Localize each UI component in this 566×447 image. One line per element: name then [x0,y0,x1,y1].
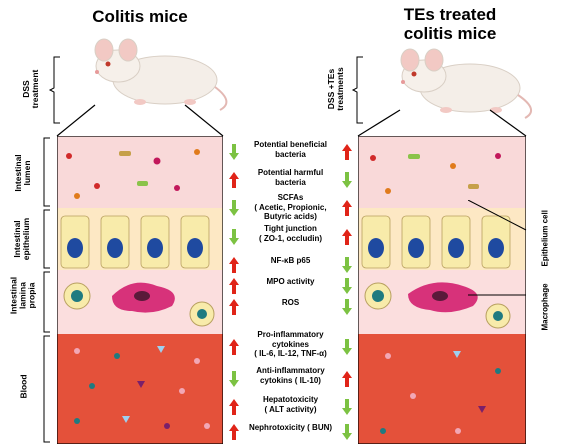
effect-row-line: ( Acetic, Propionic, [254,202,327,212]
right-down-arrow-icon [342,424,352,440]
left-down-arrow-icon [229,371,239,387]
right-title-line2: colitis mice [403,24,497,43]
lamina-line3: propia [26,282,37,309]
right-up-arrow-icon [342,371,352,387]
right-pointer-lines [468,200,527,296]
left-up-arrow-icon [229,172,239,188]
lumen-line2: lumen [22,160,32,186]
effect-row-line: ( IL-6, IL-12, TNF-α) [254,349,327,358]
left-treatment-line2: treatment [30,69,40,109]
right-down-arrow-icon [342,278,352,294]
label-blood: Blood [18,374,29,399]
right-mouse-illustration [400,48,533,119]
left-down-arrow-icon [229,229,239,245]
right-down-arrow-icon [342,339,352,355]
left-layer-braces [43,137,50,443]
right-up-arrow-icon [342,200,352,216]
effect-row-line: Nephrotoxicity ( BUN) [248,423,333,432]
left-up-arrow-icon [229,299,239,315]
left-up-arrow-icon [229,257,239,273]
left-treatment-brace [48,56,60,124]
left-down-arrow-icon [229,200,239,216]
left-tissue-panel [57,136,223,444]
effect-row-line: ROS [281,298,300,307]
effect-row-line: Pro-inflammatory [257,330,324,339]
right-down-arrow-icon [342,399,352,415]
effect-row-line: ( ZO-1, occludin) [258,233,323,243]
epithelium-line2: epithelium [21,217,31,261]
effect-row-line: Potential harmful [257,168,324,177]
effect-row-line: ( ALT activity) [264,404,317,414]
effect-row-line: bacteria [275,149,306,159]
effect-row-text: SCFAs( Acetic, Propionic,Butyric acids) [243,193,338,222]
right-up-arrow-icon [342,229,352,245]
effect-row-text: Tight junction( ZO-1, occludin) [243,224,338,243]
left-up-arrow-icon [229,339,239,355]
right-down-arrow-icon [342,257,352,273]
effect-row-line: cytokines [272,339,309,349]
effect-row-line: Hepatotoxicity [262,395,319,404]
effect-row-line: cytokins ( IL-10) [260,375,321,385]
left-title: Colitis mice [92,7,188,26]
effect-row-line: Butyric acids) [264,212,317,221]
effect-row-line: Potential beneficial [254,140,327,149]
effect-row-line: Anti-inflammatory [256,366,325,375]
right-down-arrow-icon [342,172,352,188]
label-intestinal-lamina-propia: Intestinal lamina propia [9,271,37,321]
right-treatment-label: DSS +TEs treatments [326,59,345,119]
effect-row-line: Tight junction [264,224,317,233]
right-tissue-panel [358,136,526,444]
right-treatment-brace [351,56,363,124]
left-up-arrow-icon [229,278,239,294]
right-down-arrow-icon [342,299,352,315]
effect-row-line: SCFAs [277,193,304,202]
macrophage-label: Macrophage [540,283,550,331]
left-down-arrow-icon [229,144,239,160]
right-treatment-line2: treatments [335,67,345,111]
effect-row-text: NF-κB p65 [243,256,338,266]
left-up-arrow-icon [229,399,239,415]
effect-row-line: NF-κB p65 [270,256,311,265]
right-up-arrow-icon [342,144,352,160]
left-mouse-illustration [94,38,228,111]
effect-row-line: bacteria [275,177,306,187]
effect-row-text: ROS [243,298,338,308]
left-up-arrow-icon [229,424,239,440]
left-treatment-label: DSS treatment [21,64,40,114]
right-title-line1: TEs treated [403,5,497,24]
effect-row-text: Hepatotoxicity( ALT activity) [243,395,338,414]
label-intestinal-lumen: Intestinal lumen [13,148,32,198]
effect-row-text: MPO activity [243,277,338,287]
effect-row-text: Nephrotoxicity ( BUN) [243,423,338,433]
epithelium-cell-label: Epithelium cell [540,210,550,267]
effect-row-line: MPO activity [266,277,315,286]
label-intestinal-epithelium: Intestinal epithelium [12,211,31,267]
